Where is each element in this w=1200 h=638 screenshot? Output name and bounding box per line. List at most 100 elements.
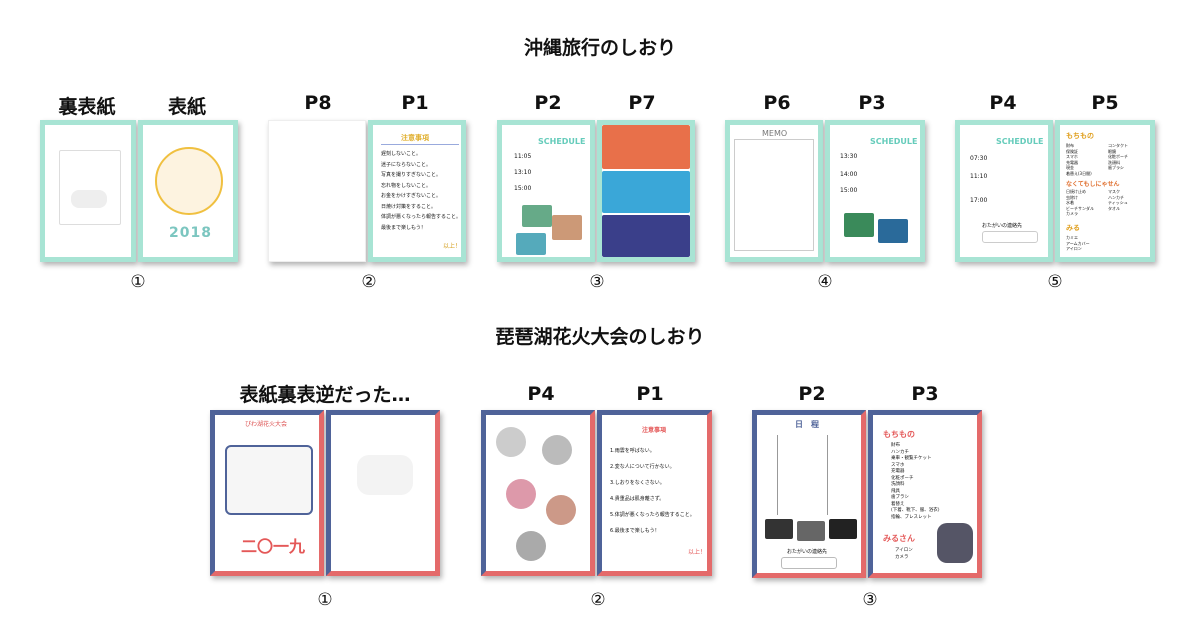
cover-illustration: [155, 147, 223, 215]
contact-box: [982, 231, 1038, 243]
miru-heading: みる: [1066, 224, 1080, 232]
checklist-item: アイロン: [1066, 246, 1082, 251]
checklist-item: 眼鏡: [1108, 148, 1116, 154]
contact-heading: おたがいの連絡先: [982, 223, 1023, 229]
checklist-item: アイロン: [895, 548, 913, 553]
page-p2-schedule: 日 程 おたがいの連絡先: [752, 410, 866, 578]
character: [516, 531, 546, 561]
character: [546, 495, 576, 525]
note-item: 遅刻しないこと。: [381, 151, 422, 157]
page-p3-schedule: SCHEDULE 13:30 14:00 15:00: [825, 120, 925, 262]
note-item: 6.最後まで楽しもう！: [610, 528, 660, 534]
checklist-item: タオル: [1108, 205, 1120, 211]
divider: [381, 144, 459, 145]
number-4: ④: [817, 272, 833, 292]
number-2: ②: [590, 590, 606, 610]
character-illustration: [357, 455, 413, 495]
label-back-cover: 裏表紙: [58, 96, 116, 118]
checklist-item: 乗車・観覧チケット: [891, 456, 932, 461]
checklist-item: 飛具: [891, 488, 900, 494]
checklist-item: 現金: [1066, 165, 1074, 170]
memo-heading: MEMO: [762, 129, 788, 138]
photo: [522, 205, 552, 227]
page-p1-notes: 注意事項 遅刻しないこと。 迷子にならないこと。 写真を撮りすぎないこと。 忘れ…: [368, 120, 466, 262]
label-p6: P6: [763, 92, 791, 114]
checklist-item: 水着: [1066, 200, 1074, 205]
note-item: 忘れ物をしないこと。: [381, 182, 432, 189]
time: 14:00: [840, 171, 858, 178]
time: 11:05: [514, 153, 532, 160]
notes-list: 1.雨雲を呼ばない。 2.変な人について行かない。 3.しおりをなくさない。 4…: [610, 443, 695, 539]
page-p6-memo: MEMO: [725, 120, 823, 262]
note-item: 3.しおりをなくさない。: [610, 480, 665, 486]
note-item: 写真を撮りすぎないこと。: [381, 172, 442, 178]
note-item: 2.変な人について行かない。: [610, 464, 675, 470]
character: [496, 427, 526, 457]
page-back-cover: [40, 120, 136, 262]
label-cover: 表紙: [167, 96, 206, 118]
checklist-item: (下着、靴下、服、浴衣): [891, 508, 940, 513]
character: [542, 435, 572, 465]
label-p7: P7: [628, 92, 656, 114]
time: 15:00: [514, 185, 532, 192]
time: 17:00: [970, 197, 988, 204]
label-p4: P4: [989, 92, 1017, 114]
note-item: 4.貴重品は肌身離さず。: [610, 496, 665, 502]
checklist-item: 日焼け止め: [1066, 189, 1086, 194]
checklist-item: ハンカチ: [891, 449, 909, 455]
illustration: [602, 171, 690, 213]
checklist-item: スマホ: [1066, 154, 1078, 159]
checklist-item: 充電器: [1066, 159, 1078, 165]
page-p5-checklist: もちもの 財布 保険証 スマホ 充電器 現金 着替え(3日間) コンタクト 眼鏡…: [1055, 120, 1155, 262]
character: [506, 479, 536, 509]
contact-box: [781, 557, 837, 569]
time: 07:30: [970, 155, 988, 162]
checklist-item: 保険証: [1066, 148, 1078, 154]
checklist-item: 歯ブラシ: [891, 495, 909, 500]
miru-list: アイロン カメラ: [895, 547, 913, 561]
checklist-item: ハンカチ: [1108, 194, 1124, 200]
time: 11:10: [970, 173, 988, 180]
checklist-item: 財布: [1066, 143, 1074, 148]
checklist-item: 着替え(3日間): [1066, 170, 1092, 176]
time: 13:30: [840, 153, 858, 160]
page-cover: 2018: [138, 120, 238, 262]
illustration-frame: [59, 150, 121, 225]
label-p1: P1: [401, 92, 429, 114]
photo: [878, 219, 908, 243]
label-p5: P5: [1091, 92, 1119, 114]
photo: [797, 521, 825, 541]
illustration: [602, 125, 690, 169]
note-item: 最後まで楽しもう！: [381, 224, 426, 231]
notes-end: 以上！: [443, 243, 462, 250]
photo: [765, 519, 793, 539]
photo: [552, 215, 582, 240]
miru-list: カミエ アームカバー アイロン: [1066, 235, 1090, 252]
note-item: 1.雨雲を呼ばない。: [610, 448, 655, 454]
number-3: ③: [862, 590, 878, 610]
checklist-item: 財布: [891, 443, 900, 448]
number-5: ⑤: [1047, 272, 1063, 292]
cover-year: 二〇一九: [241, 537, 306, 556]
label-p8: P8: [304, 92, 332, 114]
number-1: ①: [130, 272, 146, 292]
timeline: [777, 435, 778, 515]
label-p2: P2: [534, 92, 562, 114]
page-p2-schedule: SCHEDULE 11:05 13:10 15:00: [497, 120, 595, 262]
page-p4-illustrations: [481, 410, 595, 576]
time: 15:00: [840, 187, 858, 194]
page-p4-schedule: SCHEDULE 07:30 11:10 17:00 おたがいの連絡先: [955, 120, 1053, 262]
note-item: 体調が悪くなったら報告すること。: [381, 214, 462, 220]
miru-heading: みるさん: [883, 534, 915, 543]
checklist-item: 化粧ポーチ: [1108, 154, 1128, 159]
page-back-cover: [326, 410, 440, 576]
illustration: [602, 215, 690, 257]
page-p3-checklist: もちもの 財布 ハンカチ 乗車・観覧チケット スマホ 充電器 化粧ポーチ 洗顔料…: [868, 410, 982, 578]
contact-heading: おたがいの連絡先: [787, 549, 828, 555]
photo: [844, 213, 874, 237]
character-illustration: [71, 190, 107, 208]
notes-end: 以上！: [688, 549, 707, 556]
checklist-item: 指輪、ブレスレット: [891, 514, 932, 520]
checklist-item: アームカバー: [1066, 240, 1090, 246]
note-item: お金をかけすぎないこと。: [381, 193, 442, 199]
